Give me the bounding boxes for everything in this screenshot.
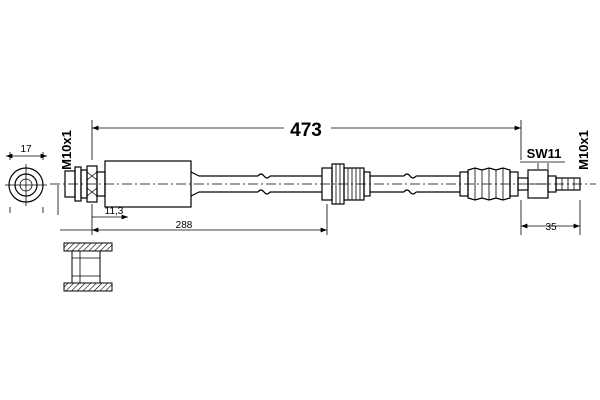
end-diameter-label: 17 <box>20 144 32 155</box>
overall-length-dimension: 473 <box>91 120 522 160</box>
thread-right-label: M10x1 <box>576 130 591 170</box>
end-view: 17 <box>5 144 47 213</box>
section-length-label: 288 <box>176 220 193 231</box>
thread-left-label: M10x1 <box>59 130 74 170</box>
offset-length-label: 11,3 <box>105 206 124 217</box>
overall-length-label: 473 <box>290 120 322 141</box>
wrench-size-callout: SW11 <box>520 146 565 169</box>
bottom-dimensions: 11,3 288 35 <box>60 200 581 235</box>
fitting-length-label: 35 <box>545 222 557 233</box>
wrench-size-label: SW11 <box>527 146 562 161</box>
hose-section-2 <box>370 173 460 195</box>
port-section-detail <box>63 242 113 292</box>
hose-section-1 <box>199 173 322 195</box>
